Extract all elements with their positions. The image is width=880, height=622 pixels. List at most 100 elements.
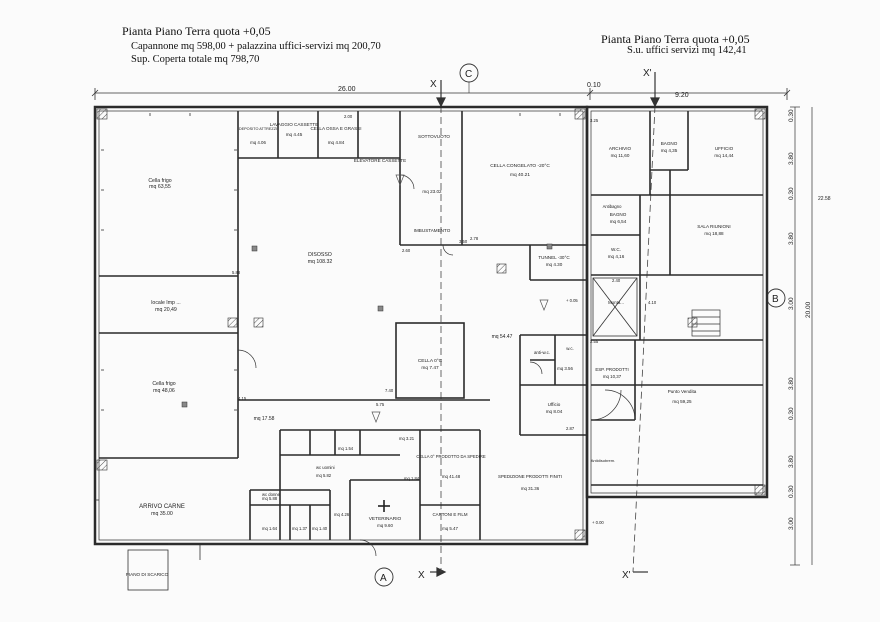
room-cella-ossa-area: mq 4.84 (328, 140, 345, 145)
dim-right-4: 3.80 (788, 232, 795, 245)
room-ufficio-right-name: UFFICIO (715, 146, 734, 151)
subtitle-left-1: Capannone mq 598,00 + palazzina uffici-s… (131, 41, 381, 52)
room-antibagno-name: Antibagno (603, 204, 623, 209)
room-cella-frigo-2-name: Cella frigo (152, 381, 175, 387)
room-labels: Cella frigo mq 63,55 locale Imp ... mq 2… (126, 122, 734, 577)
ann-mq-164: mq 1.64 (262, 526, 278, 531)
room-cartoni-name: CARTONI E FILM (433, 512, 468, 517)
room-esp-prodotti-area: mq 10,37 (603, 374, 622, 379)
axis-c-label: C (465, 69, 472, 80)
room-ufficio-small-area: mq 8.04 (546, 409, 563, 414)
section-x-top-right: X' (643, 68, 652, 79)
ann-240: 2.40 (612, 278, 621, 283)
room-archivio-area: mq 11,60 (611, 153, 630, 158)
room-disosso-area: mq 108.32 (308, 259, 333, 265)
ann-575: 5.75 (376, 402, 385, 407)
ann-wc-donne: wc donne (262, 492, 281, 497)
ann-wc-uomini: wc uomini (316, 465, 335, 470)
room-locale-name: locale Imp ... (151, 300, 180, 306)
ann-350: 3.50 (459, 239, 468, 244)
ann-325: 3.25 (590, 118, 599, 123)
title-right: Pianta Piano Terra quota +0,05 (601, 32, 750, 46)
room-tunnel-area: mq 4.30 (546, 262, 563, 267)
room-arrivo-carne-area: mq 35.00 (151, 511, 173, 517)
room-veterinario-name: VETERINARIO (369, 516, 402, 522)
section-lines (440, 105, 656, 573)
flow-arrows (371, 174, 549, 423)
room-deposito-area: mq 4.06 (250, 140, 266, 145)
dim-right-1: 0.30 (788, 109, 795, 122)
corner-columns (96, 108, 766, 541)
room-esp-prodotti-name: ESP. PRODOTTI (595, 367, 628, 372)
medical-cross-icon (378, 500, 390, 512)
room-wc-right-area: mq 4,16 (608, 254, 625, 259)
room-disosso-name: DISOSSO (308, 252, 332, 258)
room-deposito-name: DEPOSITO ATTREZZI (239, 127, 277, 131)
subtitle-left-2: Sup. Coperta totale mq 798,70 (131, 54, 260, 65)
room-sottovuoto-area: mq 23.02 (422, 189, 442, 194)
wall-column-ticks (101, 113, 561, 411)
ann-plus-005: + 0.05 (566, 298, 578, 303)
room-arrivo-carne-name: ARRIVO CARNE (139, 504, 185, 510)
room-cella-0c-name: CELLA 0°C (418, 358, 443, 364)
outer-walls (93, 105, 769, 546)
axis-b-marker: B (766, 288, 786, 308)
ann-588: 5.88 (232, 270, 241, 275)
dim-right-10: 3.00 (788, 517, 795, 530)
ann-mq-154: mq 1.54 (338, 446, 354, 451)
dim-010: 0.10 (587, 82, 601, 89)
ann-mq-184: mq 1.84 (404, 476, 420, 481)
ann-410: 4.10 (648, 300, 657, 305)
ann-mq-137: mq 1.37 (292, 526, 308, 531)
room-cella-congelato-name: CELLA CONGELATO -20°C (490, 163, 550, 169)
axis-c-marker: C (459, 63, 479, 93)
subtitle-right-1: S.u. uffici servizi mq 142,41 (627, 45, 747, 56)
title-left: Pianta Piano Terra quota +0,05 (122, 24, 271, 38)
axis-b-label: B (772, 294, 779, 305)
room-corridor-area: mq 54.47 (492, 334, 513, 340)
ann-740: 7.40 (385, 388, 394, 393)
ann-260: 2.60 (402, 248, 411, 253)
room-lavaggio-area: mq 4.45 (286, 132, 303, 137)
section-x-bottom: X (418, 570, 425, 581)
ann-415: 4.15 (238, 396, 247, 401)
ann-278: 2.78 (470, 236, 479, 241)
dim-2258: 22.58 (818, 196, 831, 202)
room-imbustamento-name: IMBUSTAMENTO (414, 228, 451, 233)
room-punto-vendita-name: Punto Vendita (668, 389, 697, 394)
small-annotations: 5.88 2.60 4.15 5.75 2.78 7.40 2.40 3.50 … (232, 114, 657, 531)
room-cartoni-area: mq 5.47 (442, 526, 458, 531)
ann-plus-000: + 0.00 (592, 520, 604, 525)
dim-depth: 20.00 (805, 301, 812, 318)
ann-255: 2.55 (590, 339, 599, 344)
room-monta-name: Monta... (608, 300, 624, 305)
room-ufficio-right-area: mq 14,44 (714, 153, 734, 158)
room-spedizione-name: SPEDIZIONE PRODOTTI FINITI (498, 474, 562, 479)
room-archivio-name: ARCHIVIO (609, 146, 632, 151)
room-antidisb-name: Antidisobrem. (591, 458, 615, 463)
room-cella-0c-area: mq 7.47 (421, 365, 439, 371)
ann-mq-588: mq 5.88 (262, 496, 278, 501)
axis-a-label: A (380, 573, 387, 584)
room-cella-congelato-area: mq 40.21 (510, 172, 530, 178)
doors (237, 174, 636, 557)
room-veterinario-area: mq 9.60 (377, 523, 393, 528)
room-sala-riunioni-area: mq 18,88 (704, 231, 724, 236)
dim-right-7: 0.30 (788, 407, 795, 420)
room-cella-frigo-2-area: mq 48,06 (153, 388, 175, 394)
room-bagno-1-name: BAGNO (661, 141, 678, 146)
room-cella-prodotto-name: CELLA 0° PRODOTTO DA SPEDIRE (416, 454, 486, 459)
room-punto-vendita-area: mq 59,25 (672, 399, 692, 404)
axis-a-marker: A (374, 567, 394, 587)
room-tunnel-name: TUNNEL -30°C (538, 255, 570, 260)
dim-right-6: 3.80 (788, 377, 795, 390)
room-lavaggio-name: LAVAGGIO CASSETTE (270, 122, 319, 127)
room-sala-riunioni-name: SALA RIUNIONI (697, 224, 730, 229)
dim-right-5: 3.00 (788, 297, 795, 310)
ann-mq-426: mq 4.26 (334, 512, 350, 517)
room-sottovuoto-name: SOTTOVUOTO (418, 134, 450, 139)
room-anti-wc-area: mq 3.56 (557, 366, 573, 371)
lift-shaft (592, 277, 638, 337)
room-bagno-1-area: mq 4,35 (661, 148, 678, 153)
